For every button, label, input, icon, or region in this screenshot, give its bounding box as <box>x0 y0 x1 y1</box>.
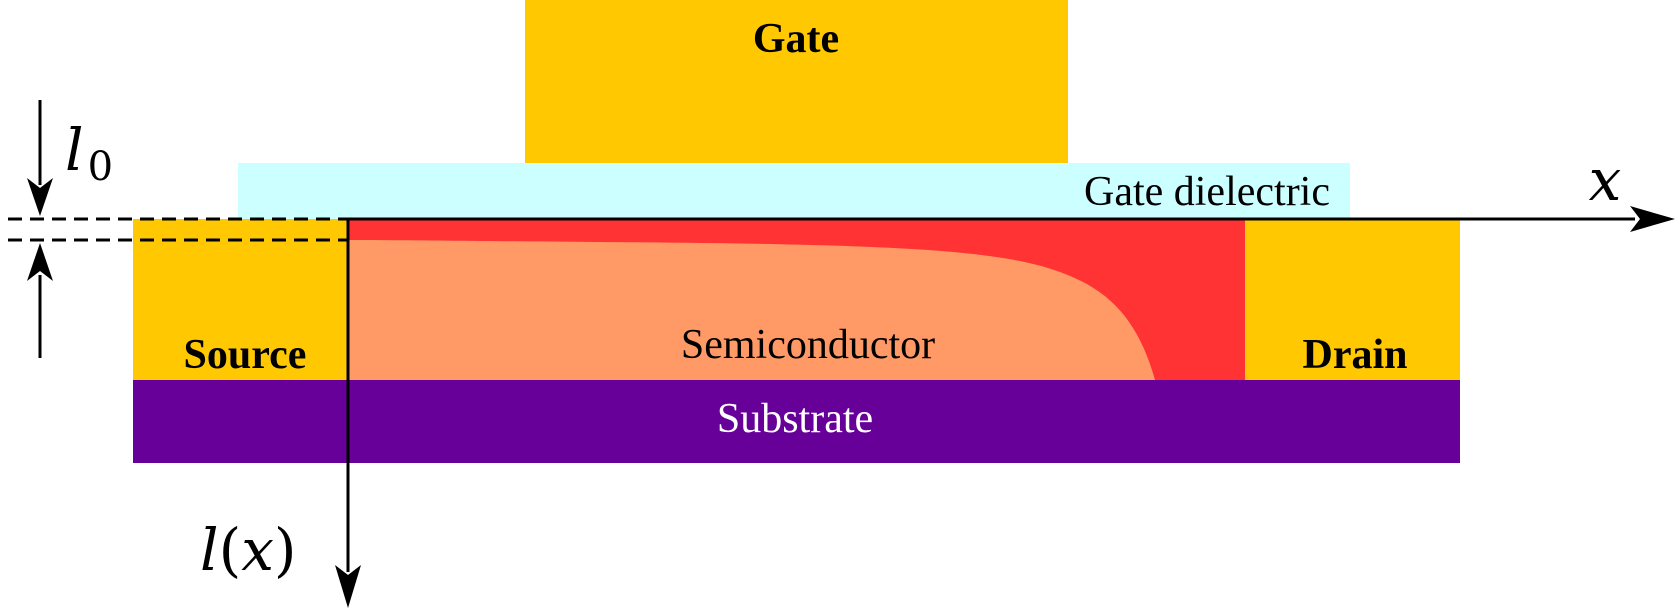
gate-label: Gate <box>753 16 839 62</box>
drain-contact <box>1245 219 1460 380</box>
depth-label-argument: x <box>241 516 274 584</box>
depth-label-close-paren: ) <box>274 516 297 584</box>
semiconductor-label: Semiconductor <box>681 322 935 368</box>
depth-label-symbol: l <box>200 516 219 584</box>
depth-label-open-paren: ( <box>219 516 242 584</box>
source-label: Source <box>184 332 307 378</box>
l0-label-subscript: 0 <box>88 144 113 190</box>
x-axis-arrowhead <box>1630 206 1675 232</box>
depth-axis-label: l(x) <box>200 516 297 584</box>
semiconductor-region <box>348 240 1155 380</box>
depth-axis-arrowhead <box>335 565 361 608</box>
gate-electrode <box>525 0 1068 163</box>
l0-arrow-bottom-head <box>27 243 53 281</box>
l0-arrow-top-head <box>27 178 53 216</box>
substrate-label: Substrate <box>717 396 873 442</box>
substrate-layer <box>133 380 1460 463</box>
x-axis-label: x <box>1589 146 1622 214</box>
drain-label: Drain <box>1303 332 1408 378</box>
gate-dielectric-label: Gate dielectric <box>1084 169 1330 215</box>
l0-label-symbol: l <box>65 116 84 184</box>
gate-dielectric-layer <box>238 163 1350 219</box>
source-contact <box>133 219 348 380</box>
